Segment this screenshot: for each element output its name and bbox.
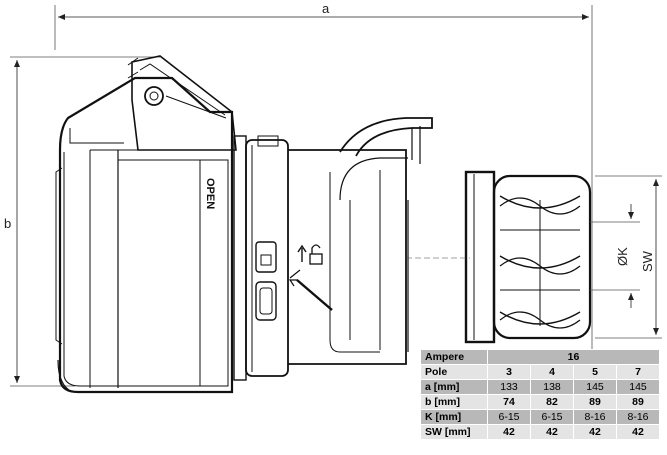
dimension-b: b [4,56,160,387]
spec-row-a: a [mm] 133 138 145 145 [420,379,660,395]
collar-rings [233,135,289,381]
open-label: OPEN [204,178,216,209]
spec-cell: 145 [573,379,617,395]
spec-cell: 7 [616,364,660,380]
spec-row-label: a [mm] [420,379,488,395]
spec-cell: 8-16 [573,409,617,425]
spec-row-k: K [mm] 6-15 6-15 8-16 8-16 [420,409,660,425]
spec-cell: 133 [487,379,531,395]
spec-row-label: Pole [420,364,488,380]
spec-cell: 74 [487,394,531,410]
spec-cell: 3 [487,364,531,380]
spec-cell: 42 [616,424,660,440]
spec-cell: 42 [487,424,531,440]
spec-cell: 6-15 [530,409,574,425]
spec-cell: 138 [530,379,574,395]
dimension-b-label: b [4,216,11,231]
spec-cell: 89 [573,394,617,410]
release-button [255,281,277,321]
lock-slot [255,241,277,273]
spec-row-sw: SW [mm] 42 42 42 42 [420,424,660,440]
spec-cell: 4 [530,364,574,380]
top-lever [339,117,433,164]
dimension-sw: SW [595,175,662,339]
socket-housing [55,76,234,394]
hinged-lid [127,55,237,151]
spec-cell: 6-15 [487,409,531,425]
ampere-value: 16 [487,349,660,365]
dimension-k-label: ØK [615,247,630,266]
dimension-sw-label: SW [640,250,655,272]
cable-body [288,149,409,365]
cable-gland [464,170,592,344]
dimension-a: a [54,1,593,350]
spec-cell: 5 [573,364,617,380]
spec-row-b: b [mm] 74 82 89 89 [420,394,660,410]
spec-cell: 89 [616,394,660,410]
spec-cell: 8-16 [616,409,660,425]
spec-row-pole: Pole 3 4 5 7 [420,364,660,380]
ampere-label: Ampere [420,349,488,365]
spec-cell: 82 [530,394,574,410]
spec-cell: 42 [530,424,574,440]
hinge-pin [144,86,164,106]
spec-cell: 145 [616,379,660,395]
spec-cell: 42 [573,424,617,440]
unlock-screwdriver-icon [288,244,333,311]
spec-row-label: K [mm] [420,409,488,425]
dimension-a-label: a [322,1,330,16]
spec-row-label: b [mm] [420,394,488,410]
spec-table: Ampere 16 Pole 3 4 5 7 a [mm] 133 138 14… [420,349,660,440]
spec-row-label: SW [mm] [420,424,488,440]
dimension-k: ØK [590,204,640,308]
spec-header-row: Ampere 16 [420,349,660,365]
